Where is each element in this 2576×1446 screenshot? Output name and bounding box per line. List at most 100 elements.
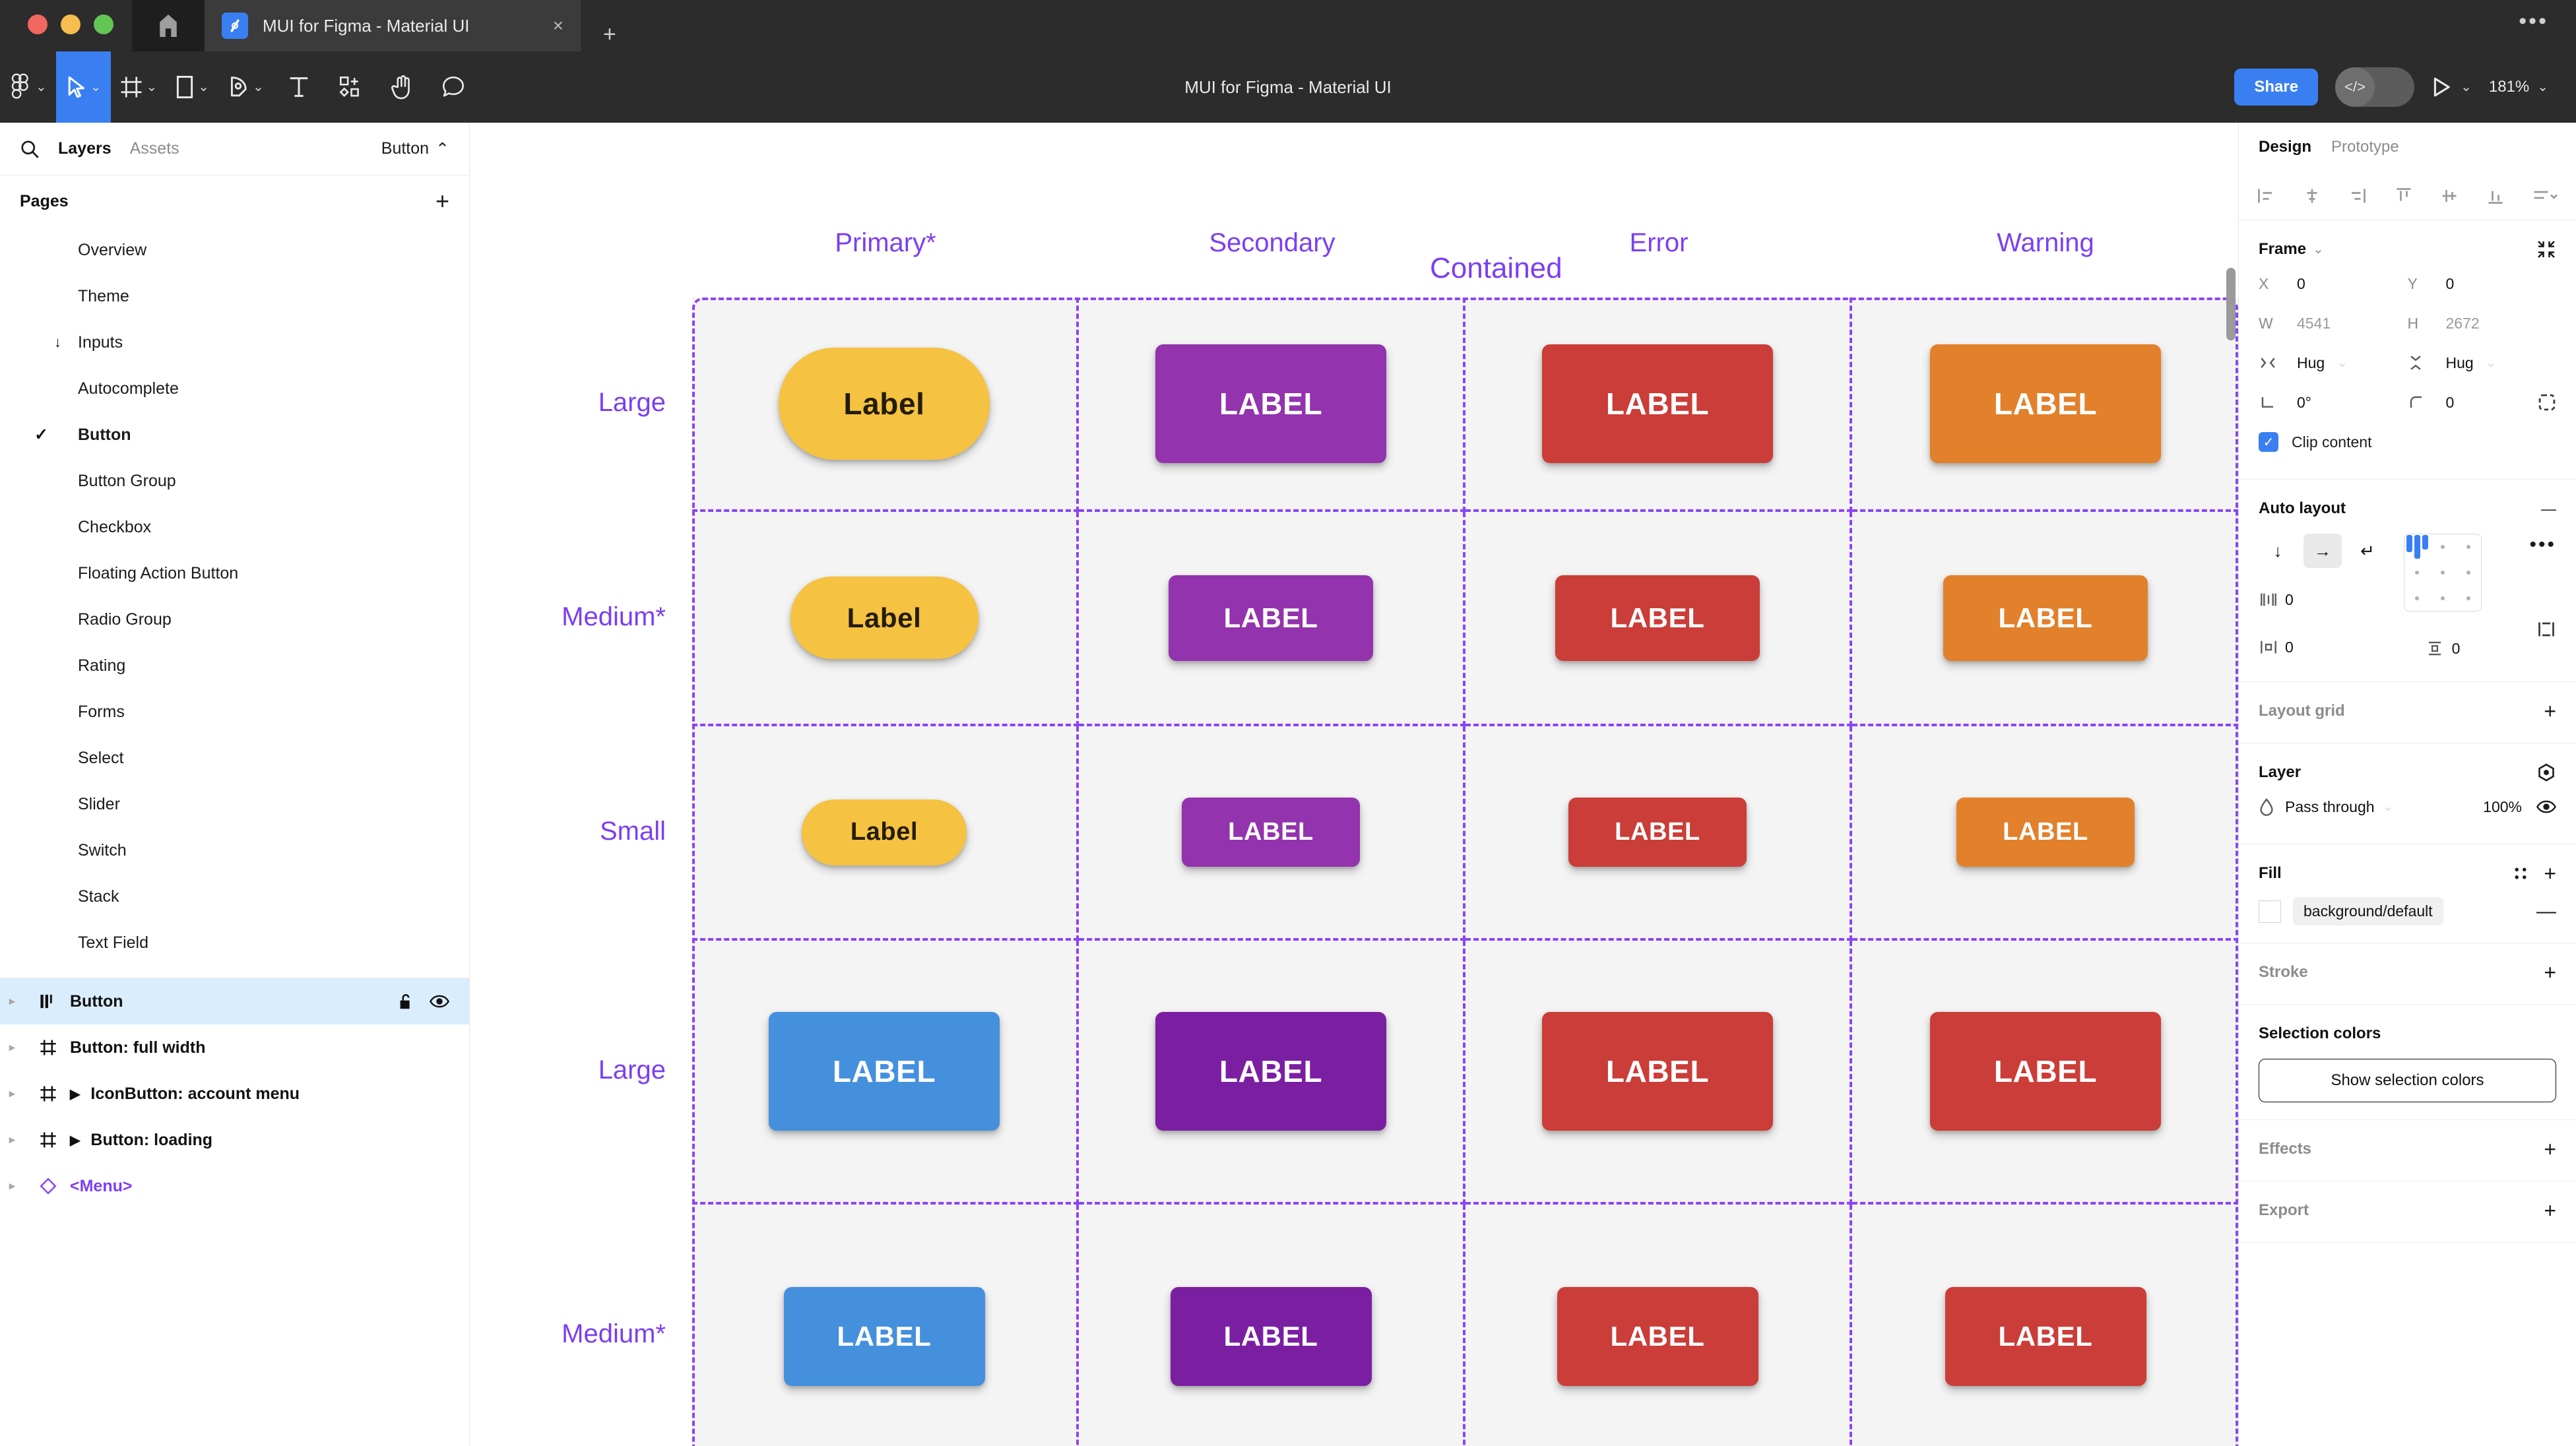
variant-button[interactable]: Label [790, 577, 979, 659]
frame-name-label[interactable]: Contained [1430, 252, 1562, 284]
page-item-checkbox[interactable]: Checkbox [0, 504, 469, 550]
distribute-icon[interactable] [2531, 186, 2559, 206]
page-item-select[interactable]: Select [0, 735, 469, 781]
present-button[interactable]: ⌄ [2431, 77, 2472, 98]
expand-triangle-icon[interactable]: ▶ [70, 1086, 80, 1102]
height-field[interactable]: H 2672 [2408, 315, 2557, 332]
chevron-down-icon[interactable]: ⌄ [2461, 80, 2472, 94]
maximize-window-button[interactable] [94, 15, 113, 34]
page-item-theme[interactable]: Theme [0, 273, 469, 319]
close-icon[interactable]: × [552, 15, 564, 36]
variant-button[interactable]: LABEL [1170, 1287, 1372, 1386]
page-item-radio-group[interactable]: Radio Group [0, 596, 469, 643]
expand-caret-icon[interactable]: ▸ [9, 1133, 15, 1146]
opacity-value[interactable]: 100% [2483, 798, 2522, 815]
page-item-button[interactable]: ✓Button [0, 412, 469, 458]
corner-radius-field[interactable]: 0 [2408, 393, 2557, 412]
hug-width-field[interactable]: Hug ⌄ [2259, 354, 2408, 372]
move-tool-button[interactable]: ⌄ [55, 51, 111, 123]
variant-button[interactable]: Label [802, 799, 967, 865]
search-icon[interactable] [20, 139, 40, 159]
canvas-scrollbar[interactable] [2226, 268, 2236, 340]
close-window-button[interactable] [28, 15, 48, 34]
page-item-forms[interactable]: Forms [0, 689, 469, 735]
add-layout-grid-button[interactable]: + [2544, 699, 2556, 723]
align-right-icon[interactable] [2348, 186, 2367, 206]
variant-button[interactable]: LABEL [1943, 575, 2148, 661]
tab-layers[interactable]: Layers [58, 139, 112, 158]
window-overflow-menu[interactable]: ••• [2519, 9, 2548, 34]
more-options-icon[interactable]: ••• [2529, 534, 2556, 555]
layer-row[interactable]: ▸<Menu> [0, 1163, 469, 1209]
layer-row[interactable]: ▸▶IconButton: account menu [0, 1071, 469, 1117]
text-tool-button[interactable] [273, 51, 325, 123]
page-item-inputs[interactable]: ↓Inputs [0, 319, 469, 365]
page-item-button-group[interactable]: Button Group [0, 458, 469, 504]
x-field[interactable]: X 0 [2259, 275, 2408, 293]
remove-auto-layout-button[interactable]: — [2541, 499, 2556, 517]
add-fill-button[interactable]: + [2544, 861, 2556, 885]
variant-button[interactable]: LABEL [1542, 1012, 1773, 1131]
layer-row[interactable]: ▸Button [0, 978, 469, 1024]
tab-design[interactable]: Design [2259, 138, 2312, 156]
wrap-icon[interactable]: ↵ [2360, 540, 2375, 561]
minimize-window-button[interactable] [61, 15, 80, 34]
expand-caret-icon[interactable]: ▸ [9, 1087, 15, 1100]
fill-style-name[interactable]: background/default [2293, 897, 2443, 926]
page-item-text-field[interactable]: Text Field [0, 920, 469, 966]
alignment-grid[interactable] [2404, 534, 2482, 612]
add-page-button[interactable]: + [435, 187, 449, 214]
variant-button[interactable]: LABEL [1155, 344, 1386, 463]
fill-color-swatch[interactable] [2259, 900, 2281, 923]
variant-button[interactable]: LABEL [1555, 575, 1760, 661]
expand-caret-icon[interactable]: ▸ [9, 1041, 15, 1053]
clip-content-row[interactable]: ✓ Clip content [2259, 422, 2556, 462]
align-vertical-center-icon[interactable] [2439, 186, 2459, 206]
expand-triangle-icon[interactable]: ▶ [70, 1133, 80, 1148]
add-effect-button[interactable]: + [2544, 1137, 2556, 1161]
layer-style-icon[interactable] [2536, 763, 2556, 782]
variant-button[interactable]: LABEL [1542, 344, 1773, 463]
expand-caret-icon[interactable]: ▸ [9, 1179, 15, 1192]
variant-button[interactable]: Label [779, 347, 990, 460]
eye-icon[interactable] [430, 994, 449, 1009]
show-selection-colors-button[interactable]: Show selection colors [2259, 1059, 2556, 1102]
page-item-switch[interactable]: Switch [0, 827, 469, 873]
unlock-icon[interactable] [398, 992, 414, 1011]
add-export-button[interactable]: + [2544, 1198, 2556, 1222]
variant-button[interactable]: LABEL [783, 1287, 985, 1386]
page-item-autocomplete[interactable]: Autocomplete [0, 365, 469, 412]
individual-padding-icon[interactable] [2536, 619, 2556, 639]
align-left-icon[interactable] [2256, 186, 2276, 206]
clip-content-checkbox[interactable]: ✓ [2259, 432, 2278, 452]
zoom-control[interactable]: 181% ⌄ [2489, 78, 2548, 96]
variant-button[interactable]: LABEL [769, 1012, 1000, 1131]
add-stroke-button[interactable]: + [2544, 960, 2556, 984]
layer-row[interactable]: ▸Button: full width [0, 1024, 469, 1071]
expand-caret-icon[interactable]: ▸ [9, 995, 15, 1007]
padding-v-field[interactable]: 0 [2426, 633, 2460, 664]
frame-tool-button[interactable]: ⌄ [111, 51, 167, 123]
share-button[interactable]: Share [2234, 69, 2319, 106]
home-button[interactable] [132, 0, 205, 51]
tab-prototype[interactable]: Prototype [2331, 138, 2399, 156]
page-item-rating[interactable]: Rating [0, 643, 469, 689]
hand-tool-button[interactable] [376, 51, 428, 123]
blend-mode-row[interactable]: Pass through ⌄ 100% [2259, 787, 2556, 827]
variant-button[interactable]: LABEL [1568, 798, 1747, 867]
rotation-field[interactable]: 0° [2259, 394, 2408, 412]
variant-button[interactable]: LABEL [1930, 344, 2161, 463]
align-horizontal-center-icon[interactable] [2302, 186, 2322, 206]
layer-row[interactable]: ▸▶Button: loading [0, 1117, 469, 1163]
variant-button[interactable]: LABEL [1155, 1012, 1386, 1131]
resources-tool-button[interactable] [325, 51, 376, 123]
y-field[interactable]: Y 0 [2408, 275, 2557, 293]
eye-icon[interactable] [2536, 800, 2556, 814]
page-item-floating-action-button[interactable]: Floating Action Button [0, 550, 469, 596]
variant-button[interactable]: LABEL [1557, 1287, 1758, 1386]
page-item-stack[interactable]: Stack [0, 873, 469, 920]
tab-assets[interactable]: Assets [129, 139, 179, 158]
remove-fill-button[interactable]: — [2536, 900, 2556, 922]
collapse-icon[interactable] [2536, 239, 2556, 259]
